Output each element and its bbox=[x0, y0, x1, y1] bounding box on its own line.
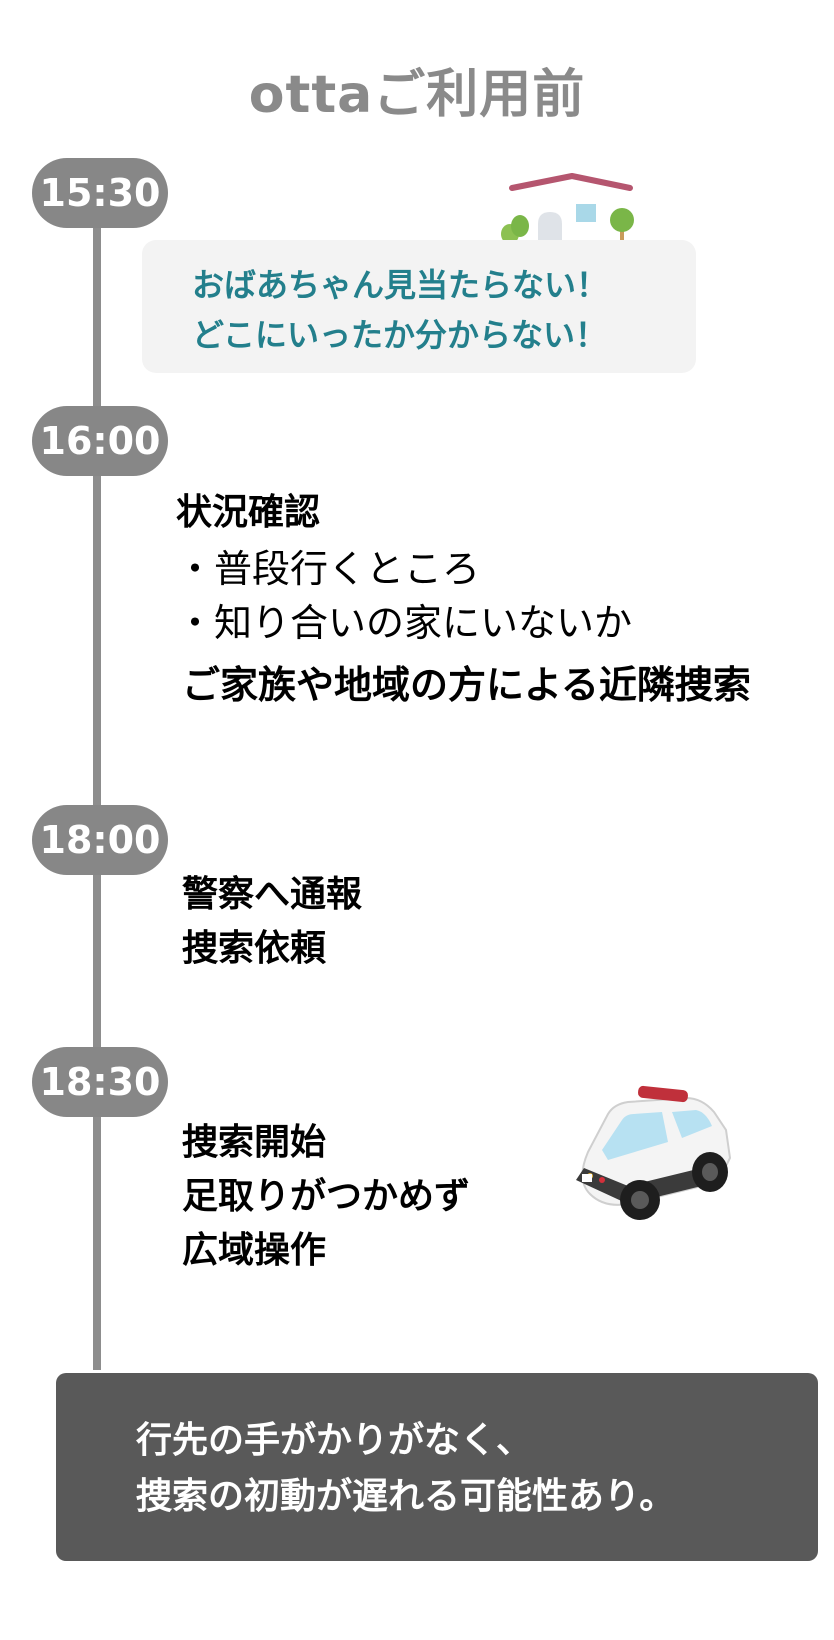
speech-line-1: おばあちゃん見当たらない！ bbox=[192, 266, 609, 304]
summary-line-2: 捜索の初動が遅れる可能性あり。 bbox=[136, 1476, 676, 1517]
time-badge-1530: 15:30 bbox=[32, 158, 168, 228]
time-badge-1600: 16:00 bbox=[32, 406, 168, 476]
step-1600-bullet-1: ・普段行くところ bbox=[176, 547, 481, 591]
speech-bubble: おばあちゃん見当たらない！ どこにいったか分からない！ bbox=[142, 240, 696, 373]
speech-line-2: どこにいったか分からない！ bbox=[192, 316, 608, 354]
step-1800: 警察へ通報 捜索依頼 bbox=[182, 868, 362, 976]
time-badge-1830: 18:30 bbox=[32, 1047, 168, 1117]
house-icon bbox=[501, 173, 634, 246]
step-1600-bullet-2: ・知り合いの家にいないか bbox=[176, 601, 633, 645]
timeline-line bbox=[93, 200, 101, 1370]
step-1600: 状況確認 ・普段行くところ ・知り合いの家にいないか ご家族や地域の方による近隣… bbox=[176, 486, 751, 712]
step-1600-action: ご家族や地域の方による近隣捜索 bbox=[182, 663, 751, 707]
police-car-icon bbox=[576, 1085, 732, 1220]
step-1830-line-2: 足取りがつかめず bbox=[182, 1176, 471, 1217]
time-badge-1800: 18:00 bbox=[32, 805, 168, 875]
step-1800-line-1: 警察へ通報 bbox=[182, 874, 363, 915]
summary-box: 行先の手がかりがなく、 捜索の初動が遅れる可能性あり。 bbox=[56, 1373, 818, 1561]
step-1830-line-3: 広域操作 bbox=[182, 1230, 327, 1271]
step-1600-heading: 状況確認 bbox=[176, 492, 321, 533]
page-title: ottaご利用前 bbox=[248, 65, 586, 125]
summary-line-1: 行先の手がかりがなく、 bbox=[136, 1420, 533, 1461]
step-1800-line-2: 捜索依頼 bbox=[182, 928, 327, 969]
step-1830: 捜索開始 足取りがつかめず 広域操作 bbox=[182, 1116, 470, 1278]
step-1830-line-1: 捜索開始 bbox=[182, 1122, 327, 1163]
